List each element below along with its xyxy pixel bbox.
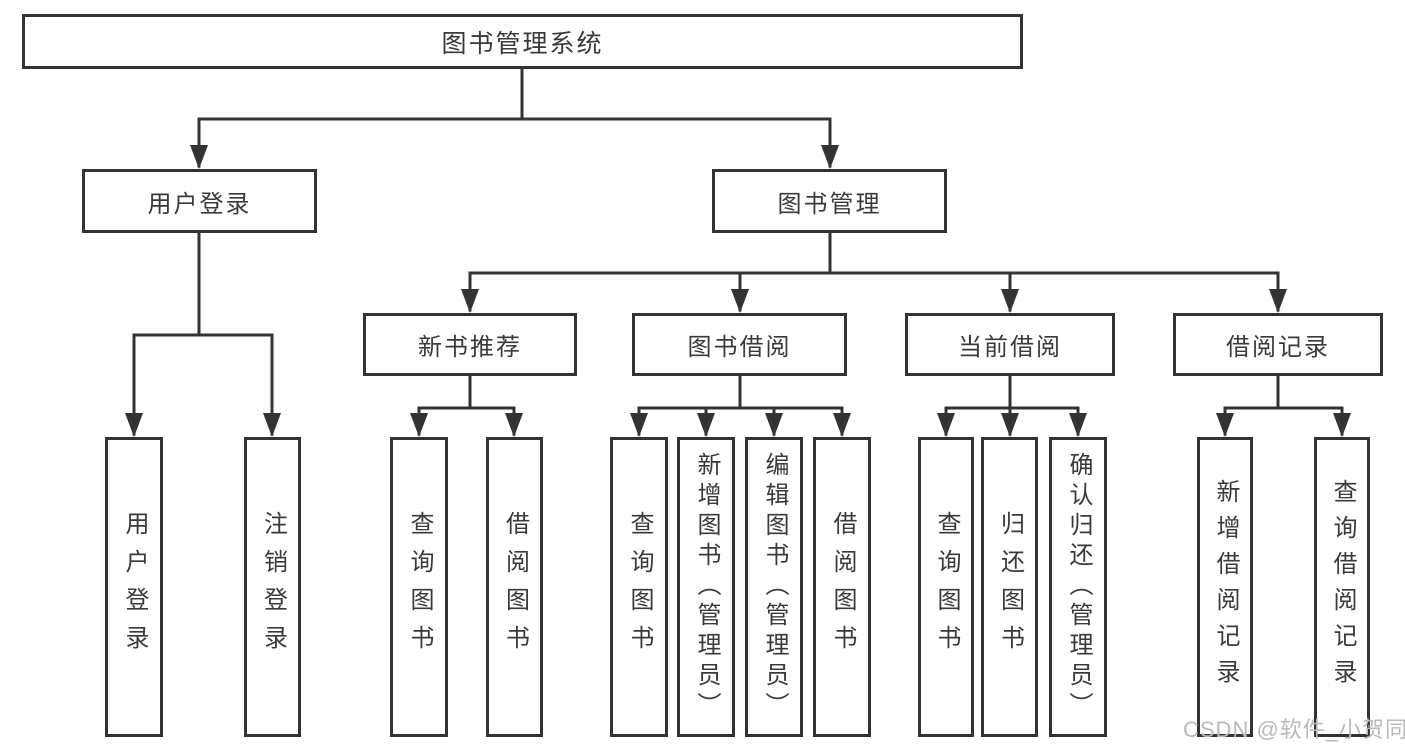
leaf-logout: 注销登录	[244, 437, 301, 737]
node-book-borrow: 图书借阅	[632, 313, 847, 376]
leaf-borrow-query-books: 查询图书	[610, 437, 668, 737]
connector-book-management-children	[468, 231, 1280, 312]
node-library-system: 图书管理系统	[22, 14, 1023, 69]
node-label: 用户登录	[147, 190, 252, 218]
node-label: 借阅图书	[829, 511, 856, 663]
leaf-current-query-books: 查询图书	[918, 437, 974, 737]
arrow-down-icon	[410, 413, 428, 437]
leaf-add-borrow-record: 新增借阅记录	[1197, 437, 1253, 737]
node-book-management-branch: 图书管理	[712, 169, 947, 233]
connector-book-borrow-children	[637, 374, 844, 436]
arrow-down-icon	[190, 145, 208, 169]
node-user-login-branch: 用户登录	[82, 169, 317, 233]
arrow-down-icon	[1216, 413, 1234, 437]
arrow-down-icon	[821, 145, 839, 169]
arrow-down-icon	[461, 289, 479, 313]
arrow-down-icon	[1001, 413, 1019, 437]
node-label: 新增借阅记录	[1212, 479, 1239, 695]
arrowheads	[125, 145, 1351, 437]
arrow-down-icon	[697, 413, 715, 437]
node-label: 图书借阅	[687, 334, 792, 361]
connector-user-login-children	[132, 231, 274, 436]
leaf-add-books-admin: 新增图书（管理员）	[677, 437, 735, 737]
arrow-down-icon	[505, 413, 523, 437]
arrow-down-icon	[1269, 289, 1287, 313]
arrow-down-icon	[937, 413, 955, 437]
node-label: 查询图书	[406, 511, 433, 663]
leaf-recommend-query-books: 查询图书	[390, 437, 448, 737]
leaf-confirm-return-admin: 确认归还（管理员）	[1049, 437, 1107, 737]
arrow-down-icon	[1069, 413, 1087, 437]
node-label: 确认归还（管理员）	[1065, 452, 1092, 722]
arrow-down-icon	[125, 413, 143, 437]
leaf-user-login: 用户登录	[105, 437, 163, 737]
connector-borrow-records-children	[1223, 374, 1344, 436]
node-borrow-records: 借阅记录	[1173, 313, 1383, 376]
node-label: 归还图书	[996, 511, 1024, 663]
leaf-query-borrow-record: 查询借阅记录	[1314, 437, 1370, 737]
node-label: 查询图书	[626, 511, 653, 663]
arrow-down-icon	[731, 289, 749, 313]
arrow-down-icon	[833, 413, 851, 437]
node-label: 当前借阅	[958, 334, 1062, 361]
node-label: 新书推荐	[418, 334, 522, 361]
arrow-down-icon	[765, 413, 783, 437]
node-label: 编辑图书（管理员）	[761, 452, 788, 722]
arrow-down-icon	[263, 413, 281, 437]
node-label: 借阅记录	[1226, 334, 1330, 361]
node-label: 查询借阅记录	[1329, 479, 1356, 695]
node-label: 查询图书	[933, 511, 960, 663]
connector-new-book-children	[417, 374, 516, 436]
connector-root-to-level2	[197, 65, 832, 168]
node-label: 借阅图书	[501, 511, 529, 663]
node-label: 图书管理系统	[441, 29, 604, 58]
connector-paths	[132, 65, 1344, 436]
node-label: 注销登录	[259, 511, 287, 663]
node-new-book-recommend: 新书推荐	[363, 313, 577, 376]
leaf-borrow-books: 借阅图书	[813, 437, 871, 737]
csdn-watermark: CSDN @软件_小贺同学	[1183, 717, 1405, 742]
leaf-recommend-borrow-books: 借阅图书	[486, 437, 543, 737]
arrow-down-icon	[1333, 413, 1351, 437]
arrow-down-icon	[630, 413, 648, 437]
leaf-return-books: 归还图书	[981, 437, 1038, 737]
leaf-edit-books-admin: 编辑图书（管理员）	[745, 437, 803, 737]
arrow-down-icon	[1001, 289, 1019, 313]
node-current-borrow: 当前借阅	[905, 313, 1115, 376]
node-label: 新增图书（管理员）	[693, 452, 720, 722]
node-label: 用户登录	[121, 511, 148, 663]
node-label: 图书管理	[777, 190, 882, 218]
